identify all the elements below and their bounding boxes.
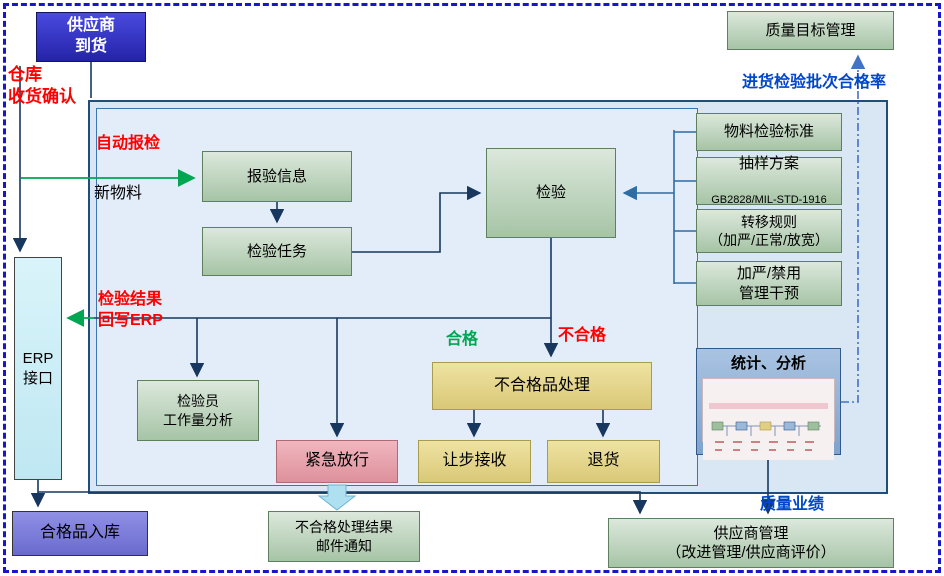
node-management-intervention: 加严/禁用 管理干预: [696, 261, 842, 306]
node-return-goods: 退货: [547, 440, 660, 483]
node-supplier-arrival: 供应商 到货: [36, 12, 146, 62]
node-erp-interface: ERP 接口: [14, 257, 62, 480]
label-unqualified: 不合格: [558, 327, 607, 344]
node-report-info: 报验信息: [202, 151, 352, 202]
node-email-notification: 不合格处理结果 邮件通知: [268, 511, 420, 562]
chart-thumbnail-graphic: [703, 398, 834, 460]
statistics-chart-thumbnail: [702, 377, 835, 460]
node-inspector-workload-analysis: 检验员 工作量分析: [137, 380, 259, 441]
sampling-plan-text: 抽样方案 GB2828/MIL-STD-1916: [711, 135, 827, 227]
node-sampling-plan: 抽样方案 GB2828/MIL-STD-1916: [696, 155, 842, 206]
label-qualified: 合格: [446, 331, 479, 348]
label-incoming-pass-rate: 进货检验批次合格率: [742, 74, 887, 91]
label-result-writeback-erp: 检验结果 回写ERP: [98, 291, 163, 329]
node-nonconforming-handling: 不合格品处理: [432, 362, 652, 410]
node-material-inspection-standard: 物料检验标准: [696, 113, 842, 151]
outer-dashed-border: [3, 3, 941, 573]
node-quality-target-management: 质量目标管理: [727, 11, 894, 50]
sampling-plan-standard: GB2828/MIL-STD-1916: [711, 194, 827, 207]
label-new-material: 新物料: [94, 185, 143, 202]
node-emergency-release: 紧急放行: [276, 440, 398, 483]
statistics-title: 统计、分析: [730, 355, 806, 372]
node-inspection: 检验: [486, 148, 616, 238]
label-warehouse-receipt-confirm: 仓库 收货确认: [8, 65, 76, 107]
node-inspection-task: 检验任务: [202, 227, 352, 276]
node-transfer-rules: 转移规则 （加严/正常/放宽）: [696, 209, 842, 253]
label-auto-inspection-report: 自动报检: [96, 135, 161, 152]
node-statistics-analysis: 统计、分析: [696, 348, 841, 460]
node-qualified-storage: 合格品入库: [12, 511, 148, 556]
label-quality-performance: 质量业绩: [760, 496, 825, 513]
node-supplier-management: 供应商管理 （改进管理/供应商评价）: [608, 518, 894, 568]
sampling-plan-label: 抽样方案: [738, 155, 799, 173]
node-concession-acceptance: 让步接收: [418, 440, 531, 483]
